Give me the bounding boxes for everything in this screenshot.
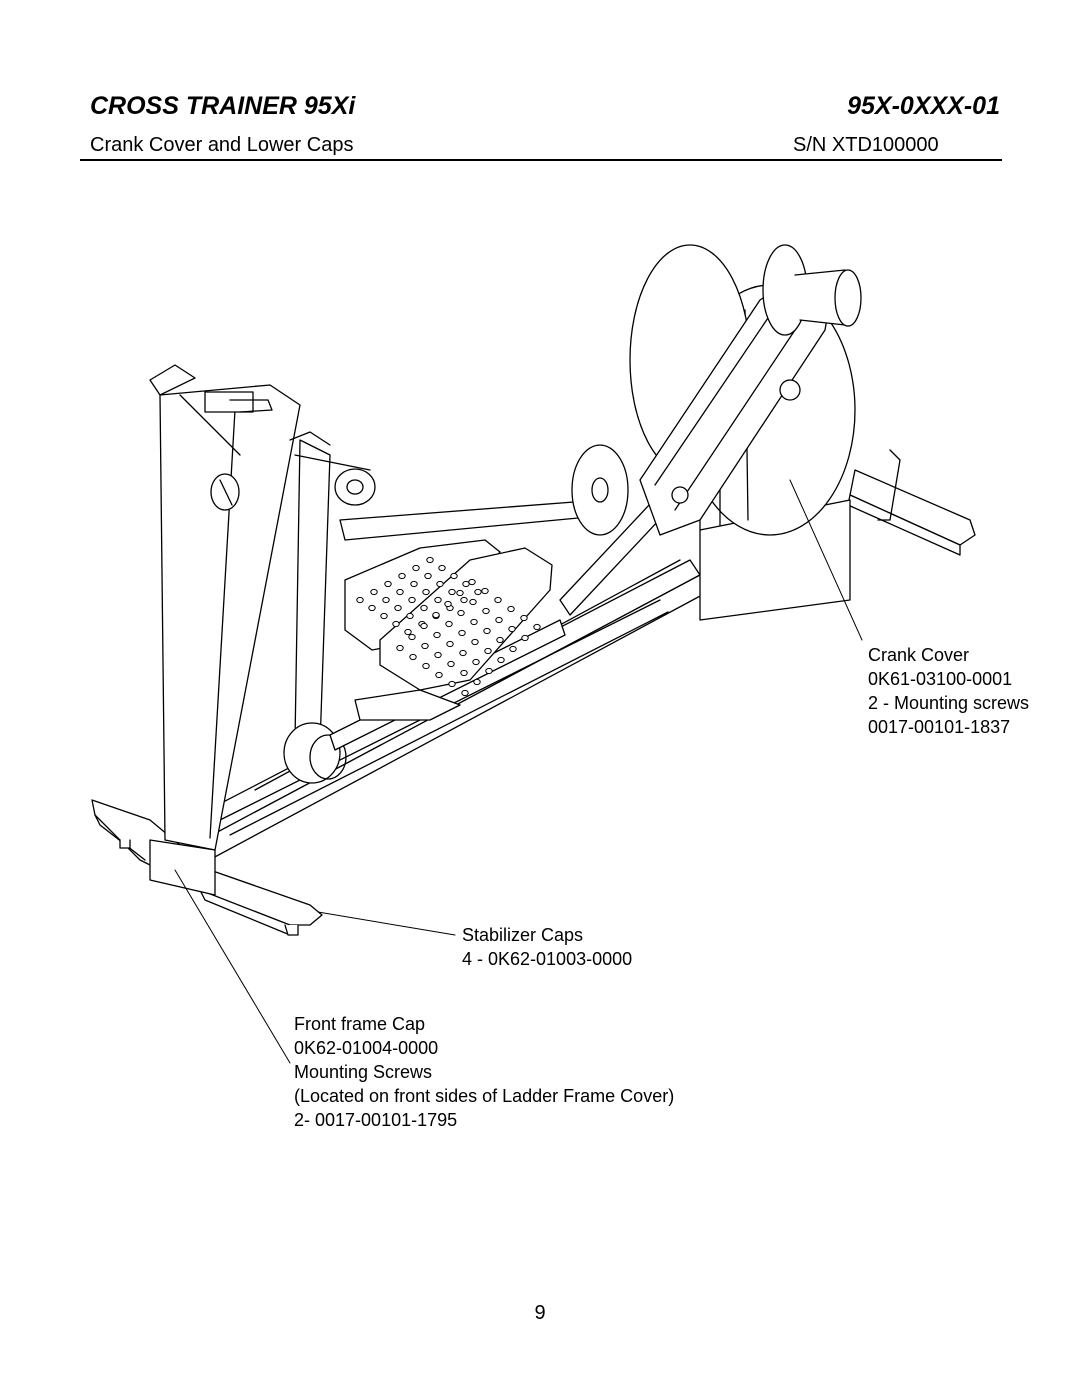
- header-rule: [80, 159, 1002, 161]
- pedal-hole: [456, 589, 464, 597]
- pedal-hole: [507, 605, 515, 613]
- crank-cover-name: Crank Cover: [868, 645, 970, 665]
- pedal-hole: [420, 622, 428, 630]
- pedal-dots: [356, 556, 541, 697]
- pedal-hole: [404, 628, 412, 636]
- pedal-hole: [392, 620, 400, 628]
- front-frame-cap-part: 0K62-01004-0000: [294, 1038, 439, 1058]
- callout-crank-cover: Crank Cover 0K61-03100-0001 2 - Mounting…: [868, 643, 1029, 739]
- callout-stabilizer-caps: Stabilizer Caps 4 - 0K62-01003-0000: [462, 923, 632, 971]
- pedal-hole: [432, 611, 440, 619]
- pedal-hole: [469, 598, 477, 606]
- rear-stabilizer: [847, 449, 976, 556]
- pedal-hole: [495, 616, 503, 624]
- pedal-hole: [483, 627, 491, 635]
- pedal-hole: [459, 649, 467, 657]
- crank-cover-screws: 2 - Mounting screws: [868, 693, 1030, 713]
- pedal-hole: [447, 660, 455, 668]
- pedal-hole: [450, 572, 458, 580]
- right-pedal: [379, 547, 553, 691]
- callout-front-frame-cap: Front frame Cap 0K62-01004-0000 Mounting…: [294, 1012, 674, 1132]
- pedal-hole: [448, 588, 456, 596]
- pedal-hole: [412, 564, 420, 572]
- pedal-hole: [410, 580, 418, 588]
- pedal-hole: [462, 580, 470, 588]
- pedal-hole: [409, 653, 417, 661]
- pedal-hole: [448, 680, 456, 688]
- pedal-hole: [481, 587, 489, 595]
- pedal-hole: [436, 580, 444, 588]
- pedal-hole: [470, 618, 478, 626]
- pedal-hole: [474, 588, 482, 596]
- pedal-hole: [408, 633, 416, 641]
- handle-arm: [283, 431, 376, 784]
- pedal-hole: [521, 634, 529, 642]
- pedal-hole: [445, 620, 453, 628]
- front-stabilizer: [91, 799, 323, 936]
- pedal-hole: [509, 645, 517, 653]
- pedal-hole: [460, 669, 468, 677]
- pedal-hole: [424, 572, 432, 580]
- pedal-hole: [420, 604, 428, 612]
- upright-mast: [149, 364, 301, 896]
- pedal-hole: [472, 658, 480, 666]
- pedal-hole: [368, 604, 376, 612]
- pedal-hole: [533, 623, 541, 631]
- rear-pulley: [762, 244, 862, 336]
- pedal-hole: [398, 572, 406, 580]
- pedal-hole: [435, 671, 443, 679]
- pedal-hole: [394, 604, 402, 612]
- pedal-hole: [426, 556, 434, 564]
- pedal-hole: [408, 596, 416, 604]
- pedal-hole: [396, 644, 404, 652]
- pedal-hole: [422, 662, 430, 670]
- pedal-hole: [494, 596, 502, 604]
- pedal-hole: [444, 600, 452, 608]
- stabilizer-caps-part: 4 - 0K62-01003-0000: [462, 949, 633, 969]
- pedal-hole: [457, 609, 465, 617]
- leader-lines: [174, 479, 863, 1064]
- front-frame-cap-name: Front frame Cap: [294, 1014, 426, 1034]
- section-title: Crank Cover and Lower Caps: [90, 134, 354, 156]
- pedal-hole: [471, 638, 479, 646]
- page-number: 9: [534, 1302, 546, 1324]
- pedal-hole: [496, 636, 504, 644]
- document-title: CROSS TRAINER 95Xi: [90, 92, 356, 120]
- pedal-hole: [497, 656, 505, 664]
- crank-cover-part: 0K61-03100-0001: [868, 669, 1013, 689]
- pedal-hole: [434, 651, 442, 659]
- pedal-hole: [356, 596, 364, 604]
- pedal-hole: [422, 588, 430, 596]
- front-frame-cap-note: (Located on front sides of Ladder Frame …: [294, 1086, 675, 1106]
- pedal-hole: [460, 596, 468, 604]
- stabilizer-caps-name: Stabilizer Caps: [462, 925, 584, 945]
- front-frame-cap-screws: Mounting Screws: [294, 1062, 433, 1082]
- pedal-hole: [458, 629, 466, 637]
- pedal-hole: [382, 596, 390, 604]
- pedal-hole: [446, 640, 454, 648]
- side-disc: [571, 444, 629, 536]
- pedal-hole: [482, 607, 490, 615]
- crank-cover-screws-part: 0017-00101-1837: [868, 717, 1011, 737]
- pedal-hole: [370, 588, 378, 596]
- pedal-hole: [484, 647, 492, 655]
- pedal-hole: [380, 612, 388, 620]
- pedal-hole: [384, 580, 392, 588]
- pedal-hole: [396, 588, 404, 596]
- pedal-hole: [508, 625, 516, 633]
- pedal-hole: [406, 612, 414, 620]
- serial-number: S/N XTD100000: [793, 134, 939, 156]
- pedal-hole: [438, 564, 446, 572]
- pedal-hole: [468, 578, 476, 586]
- pedal-hole: [421, 642, 429, 650]
- pedal-hole: [461, 689, 469, 697]
- pedal-hole: [473, 678, 481, 686]
- pedal-hole: [434, 596, 442, 604]
- model-number: 95X-0XXX-01: [847, 92, 1000, 120]
- pedal-hole: [433, 631, 441, 639]
- pedal-hole: [485, 667, 493, 675]
- front-frame-cap-screws-part: 2- 0017-00101-1795: [294, 1110, 458, 1130]
- pedal-hole: [520, 614, 528, 622]
